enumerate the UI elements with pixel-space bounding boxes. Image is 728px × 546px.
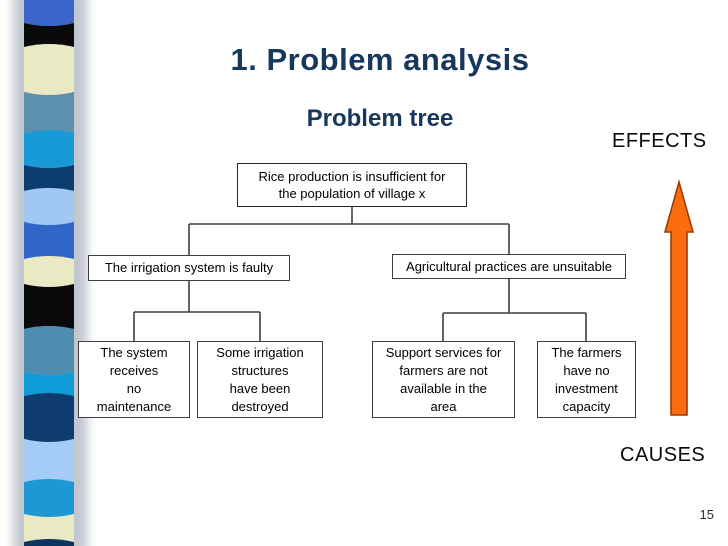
cause-box-structures-destroyed: Some irrigation structures have been des… xyxy=(197,341,323,418)
page-title: 1. Problem analysis xyxy=(230,42,530,77)
connector-left-group xyxy=(133,281,261,341)
ribbon-segment xyxy=(24,0,74,26)
ribbon-segment xyxy=(24,130,74,168)
ribbon-segment xyxy=(24,439,74,482)
decorative-ribbon xyxy=(13,0,87,546)
problem-box-root: Rice production is insufficient for the … xyxy=(237,163,467,207)
ribbon-segment xyxy=(24,23,74,47)
ribbon-segment xyxy=(24,539,74,546)
causes-label: CAUSES xyxy=(620,444,706,466)
ribbon-segment xyxy=(24,256,74,287)
connector-right-group xyxy=(442,279,587,341)
ribbon-segment xyxy=(24,514,74,542)
ribbon-segment xyxy=(24,44,74,95)
cause-box-irrigation-faulty: The irrigation system is faulty xyxy=(88,255,290,281)
page-number: 15 xyxy=(699,507,714,522)
ribbon-segment xyxy=(24,92,74,133)
effects-label: EFFECTS xyxy=(612,130,707,152)
ribbon-segment xyxy=(24,479,74,517)
cause-box-no-support-services: Support services for farmers are not ava… xyxy=(372,341,515,418)
ribbon-segments xyxy=(24,0,74,546)
ribbon-segment xyxy=(24,222,74,259)
ribbon-segment xyxy=(24,165,74,191)
ribbon-segment xyxy=(24,326,74,375)
page-subtitle: Problem tree xyxy=(306,105,454,132)
cause-box-no-investment-capacity: The farmers have no investment capacity xyxy=(537,341,636,418)
cause-box-no-maintenance: The system receives no maintenance xyxy=(78,341,190,418)
ribbon-segment xyxy=(24,393,74,442)
ribbon-segment xyxy=(24,284,74,329)
ribbon-segment xyxy=(24,372,74,396)
effects-arrow-icon xyxy=(663,179,695,416)
cause-box-practices-unsuitable: Agricultural practices are unsuitable xyxy=(392,254,626,279)
ribbon-segment xyxy=(24,188,74,225)
